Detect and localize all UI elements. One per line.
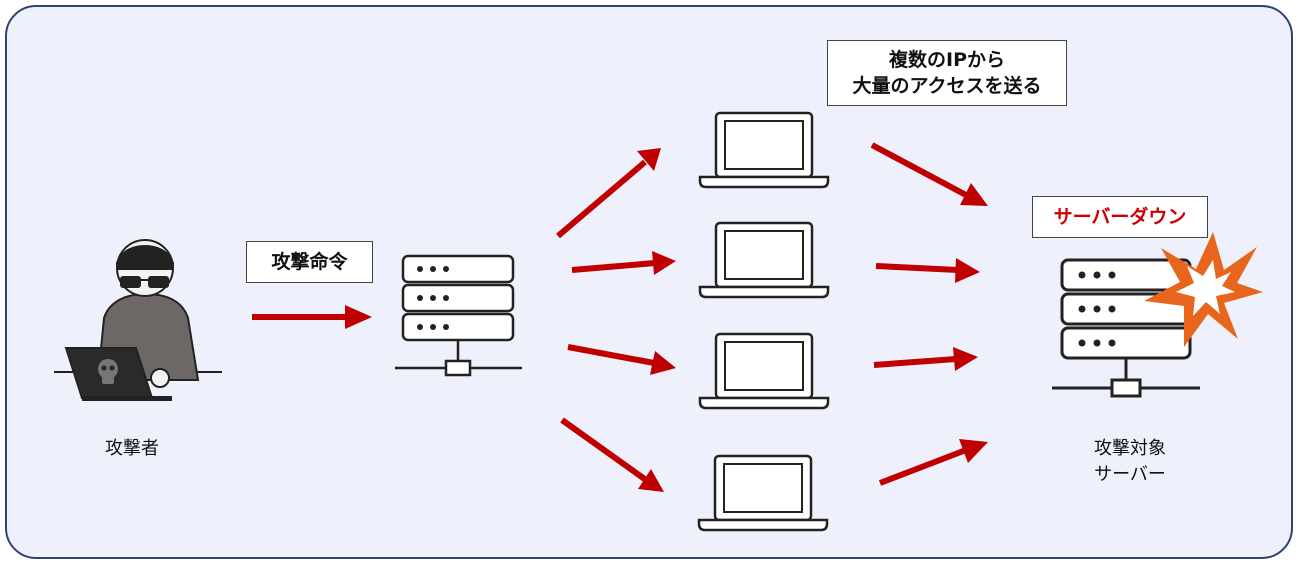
attack-command-label: 攻撃命令 — [246, 241, 373, 283]
bot-laptop-3 — [698, 332, 830, 410]
attack-arrow-3 — [873, 347, 978, 371]
target-server-label-line2: サーバー — [1094, 464, 1166, 485]
explosion-icon — [1144, 232, 1263, 347]
attacker-label: 攻撃者 — [105, 438, 159, 459]
bot-arrow-1 — [556, 148, 661, 239]
bot-arrow-3 — [567, 344, 676, 375]
multiple-ip-note-line1: 複数のIPから — [889, 49, 1005, 71]
bot-arrow-4 — [560, 417, 664, 492]
bot-laptop-4 — [697, 454, 829, 532]
diagram-frame — [5, 5, 1293, 559]
skull-icon — [98, 359, 118, 384]
multiple-ip-note-line2: 大量のアクセスを送る — [852, 75, 1042, 97]
attacker-icon — [54, 239, 222, 401]
server-down-label: サーバーダウン — [1032, 196, 1208, 238]
multiple-ip-note: 複数のIPから 大量のアクセスを送る — [827, 40, 1067, 106]
command-server-icon — [395, 254, 522, 377]
bot-laptop-2 — [698, 221, 830, 299]
target-server-label: 攻撃対象 サーバー — [1082, 436, 1178, 488]
bot-laptop-1 — [698, 111, 830, 189]
attack-arrow-2 — [875, 258, 980, 283]
attack-arrow-4 — [878, 439, 988, 486]
target-server-label-line1: 攻撃対象 — [1094, 438, 1166, 459]
bot-arrow-2 — [571, 251, 676, 275]
command-arrow — [252, 305, 372, 329]
attack-arrow-1 — [870, 142, 988, 206]
